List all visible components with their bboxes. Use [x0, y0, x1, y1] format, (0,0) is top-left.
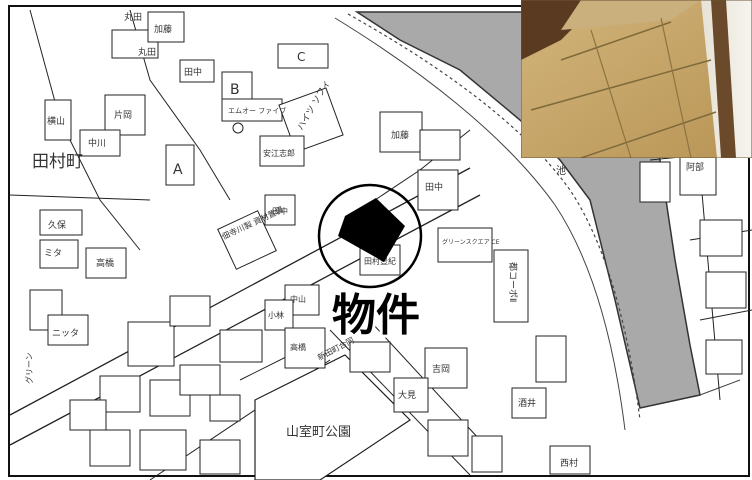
building [139, 429, 187, 471]
building [44, 99, 72, 141]
map-frame [8, 5, 750, 477]
map-label: 中山 [290, 294, 306, 304]
map-label: 田中 [425, 181, 443, 193]
building [199, 439, 241, 475]
map-label: 久保 [48, 219, 66, 231]
building [104, 94, 146, 136]
map-label: 高橋 [290, 342, 306, 352]
map-label: 阿部 [686, 161, 704, 173]
map-label: 高橋 [96, 257, 114, 269]
map-label: 片岡 [114, 109, 132, 121]
building [639, 161, 671, 203]
building [699, 219, 743, 257]
map-label: グリーンスクエア CE [442, 238, 500, 246]
building [284, 327, 326, 369]
property-label: 物件 [332, 290, 420, 341]
pond-label: 池 [556, 164, 566, 177]
road-line [9, 167, 471, 416]
map-label: グリーン [24, 352, 34, 384]
building [127, 321, 175, 367]
building [705, 339, 743, 375]
lot-line [699, 309, 752, 321]
building [437, 227, 493, 263]
building [259, 135, 305, 167]
building [165, 144, 195, 186]
building [79, 129, 121, 157]
building [47, 314, 89, 346]
building [679, 154, 717, 196]
building [69, 399, 107, 431]
building [379, 111, 423, 153]
building [169, 295, 211, 327]
building [427, 419, 469, 457]
map-label: 横山 [47, 115, 65, 127]
building [39, 239, 79, 269]
property-highlight-circle [317, 183, 423, 289]
map-label: 加藤 [154, 23, 172, 35]
building [179, 59, 215, 83]
map-label: 田村豊紀 [364, 256, 396, 266]
building [419, 129, 461, 161]
map-label: ミタ [44, 248, 62, 259]
building [549, 445, 591, 475]
pond-edge-line [334, 17, 626, 431]
map-label: 大見 [398, 389, 416, 401]
landmark-circle-icon [232, 122, 244, 134]
map-label: 安江志郎 [263, 148, 295, 158]
property-photo [521, 0, 752, 158]
map-label: 酒井 [518, 397, 536, 409]
road-line [9, 194, 151, 201]
building [417, 169, 459, 211]
building-footprints [29, 11, 747, 475]
map-label: ニッタ [52, 328, 79, 339]
pond-edge-line [699, 379, 741, 396]
tatami-room-photo [521, 0, 752, 158]
building [277, 43, 329, 69]
building [264, 194, 296, 226]
road-line [29, 9, 141, 251]
building [535, 335, 567, 383]
road-line [359, 309, 481, 441]
park-label: 山室町公園 [286, 424, 351, 440]
building [219, 329, 263, 363]
building [705, 271, 747, 309]
building [39, 209, 83, 236]
building [147, 11, 185, 43]
map-label: 中川 [88, 137, 106, 149]
map-label-c: C [297, 50, 305, 64]
district-label: 田村町 [32, 152, 83, 172]
building [209, 394, 241, 422]
park-area [254, 354, 411, 480]
map-label: エムオー ファイブ [228, 106, 286, 115]
map-label: 吉岡 [432, 364, 450, 375]
map-label: 田中 [184, 66, 202, 78]
map-label: 都コーポⅡ [507, 262, 518, 302]
building [85, 247, 127, 279]
map-label-b: B [230, 82, 240, 98]
building [393, 377, 429, 413]
building [424, 347, 468, 389]
building [264, 299, 294, 331]
building [89, 429, 131, 467]
map-label: 田中 [272, 206, 288, 216]
map-label: 小林 [268, 310, 284, 320]
building [471, 435, 503, 473]
building [493, 249, 529, 323]
map-label: 丸田 [124, 11, 142, 23]
property-building-marker [338, 198, 405, 262]
building [511, 387, 547, 419]
map-label: 西村 [560, 457, 578, 469]
building [349, 341, 391, 373]
map-label-a: A [173, 162, 183, 178]
building [217, 210, 277, 270]
building [99, 375, 141, 413]
building [179, 364, 221, 396]
map-label: 加藤 [391, 129, 409, 141]
map-label: 丸田 [138, 46, 156, 58]
